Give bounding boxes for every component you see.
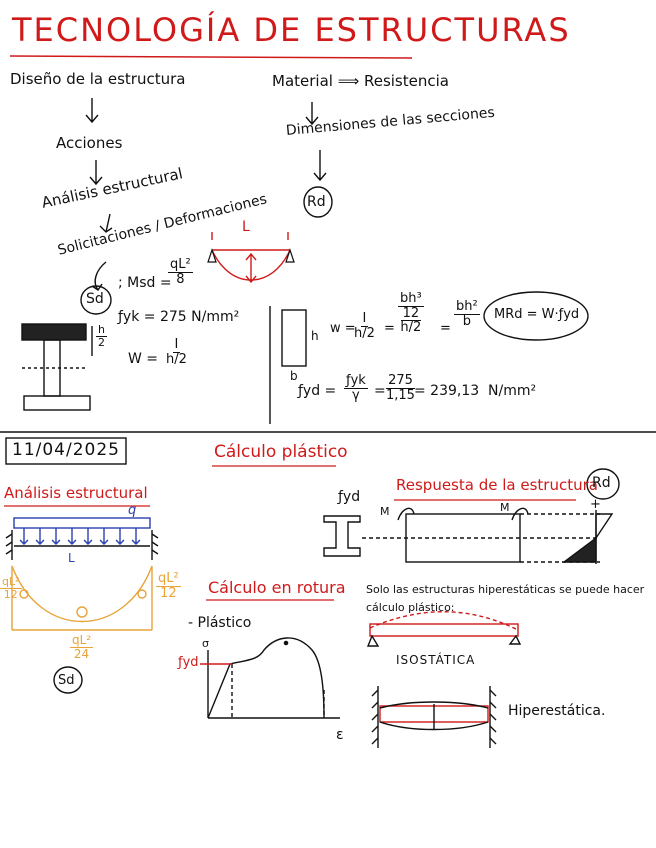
w-eq-frac1: I h/2 [352, 312, 377, 340]
stress-strain-curve [208, 638, 340, 718]
flow-material: Material ⟹ Resistencia [272, 74, 449, 89]
rect-h-label: h [311, 330, 319, 342]
w-eq-frac3: bh² b [454, 300, 480, 328]
fyd-result: = 239,13 [414, 384, 479, 398]
beam-moment-diagram [212, 232, 290, 282]
title-underline [10, 56, 412, 58]
sigma-axis: σ [202, 638, 209, 649]
isostatic-beam [368, 612, 520, 646]
isostatica-label: Isostática [396, 654, 475, 666]
mrd-formula: MRd = W·ƒyd [494, 308, 579, 321]
load-q-label: q [128, 504, 136, 517]
w-fraction: I h/2 [164, 338, 189, 366]
epsilon-axis: ε [336, 728, 344, 742]
fyd-axis-label: ƒyd [178, 656, 199, 669]
hyperstatic-beam [372, 686, 496, 748]
fyd-eq-prefix: ƒyd = [298, 384, 336, 398]
msd-prefix: ; Msd = [118, 276, 172, 290]
heading-calculo-plastico: Cálculo plástico [214, 444, 348, 461]
t-section [22, 324, 92, 410]
heading-calculo-rotura: Cálculo en rotura [208, 580, 346, 596]
fyd-eq-frac1: ƒyk γ [344, 374, 368, 402]
h-half-fraction: h 2 [96, 324, 107, 348]
solo-text-2: cálculo plástico: [366, 602, 455, 613]
plus-sign: + [590, 498, 601, 511]
fyd-eq-frac2: 275 1,15 [384, 374, 417, 402]
sd-label-bottom: Sd [58, 674, 75, 687]
sd-label-top: Sd [86, 292, 104, 306]
moment-right-frac: qL² 12 [156, 572, 181, 600]
moment-left-frac: qL² 12 [0, 576, 22, 600]
w-prefix: W = [128, 352, 158, 366]
rd-label-top: Rd [307, 195, 326, 209]
msd-fraction: qL² 8 [168, 258, 193, 286]
hiperestatica-label: Hiperestática. [508, 704, 605, 718]
flow-acciones: Acciones [56, 136, 122, 151]
i-section [324, 516, 360, 556]
heading-respuesta: Respuesta de la estructura [396, 478, 598, 493]
beam-length-label: L [242, 220, 250, 234]
stress-diagram [564, 510, 612, 564]
span-L-label: L [68, 552, 75, 564]
plastico-label: - Plástico [188, 616, 251, 630]
solo-text: Solo las estructuras hiperestáticas se p… [366, 584, 644, 595]
fixed-beam-load [6, 518, 158, 560]
rd-label-bottom: Rd [592, 476, 611, 490]
flow-arrows-right [306, 102, 326, 180]
heading-analisis-estructural: Análisis estructural [4, 486, 148, 501]
flow-diseno: Diseño de la estructura [10, 72, 185, 87]
w-eq-frac2: bh³ 12 h/2 [398, 292, 424, 335]
fyd-unit: N/mm² [488, 384, 536, 398]
page-title: Tecnología de estructuras [12, 14, 571, 46]
date-label: 11/04/2025 [12, 442, 120, 459]
moment-label-1: M [380, 506, 390, 517]
beam-response [362, 508, 600, 562]
fyd-section-label: ƒyd [338, 490, 360, 504]
moment-mid-frac: qL² 24 [70, 634, 93, 660]
moment-label-2: M [500, 502, 510, 513]
rect-section [282, 310, 306, 366]
rect-b-label: b [290, 370, 298, 382]
fixed-beam-moment [12, 566, 152, 630]
fyk-value: ƒyk = 275 N/mm² [118, 310, 239, 324]
